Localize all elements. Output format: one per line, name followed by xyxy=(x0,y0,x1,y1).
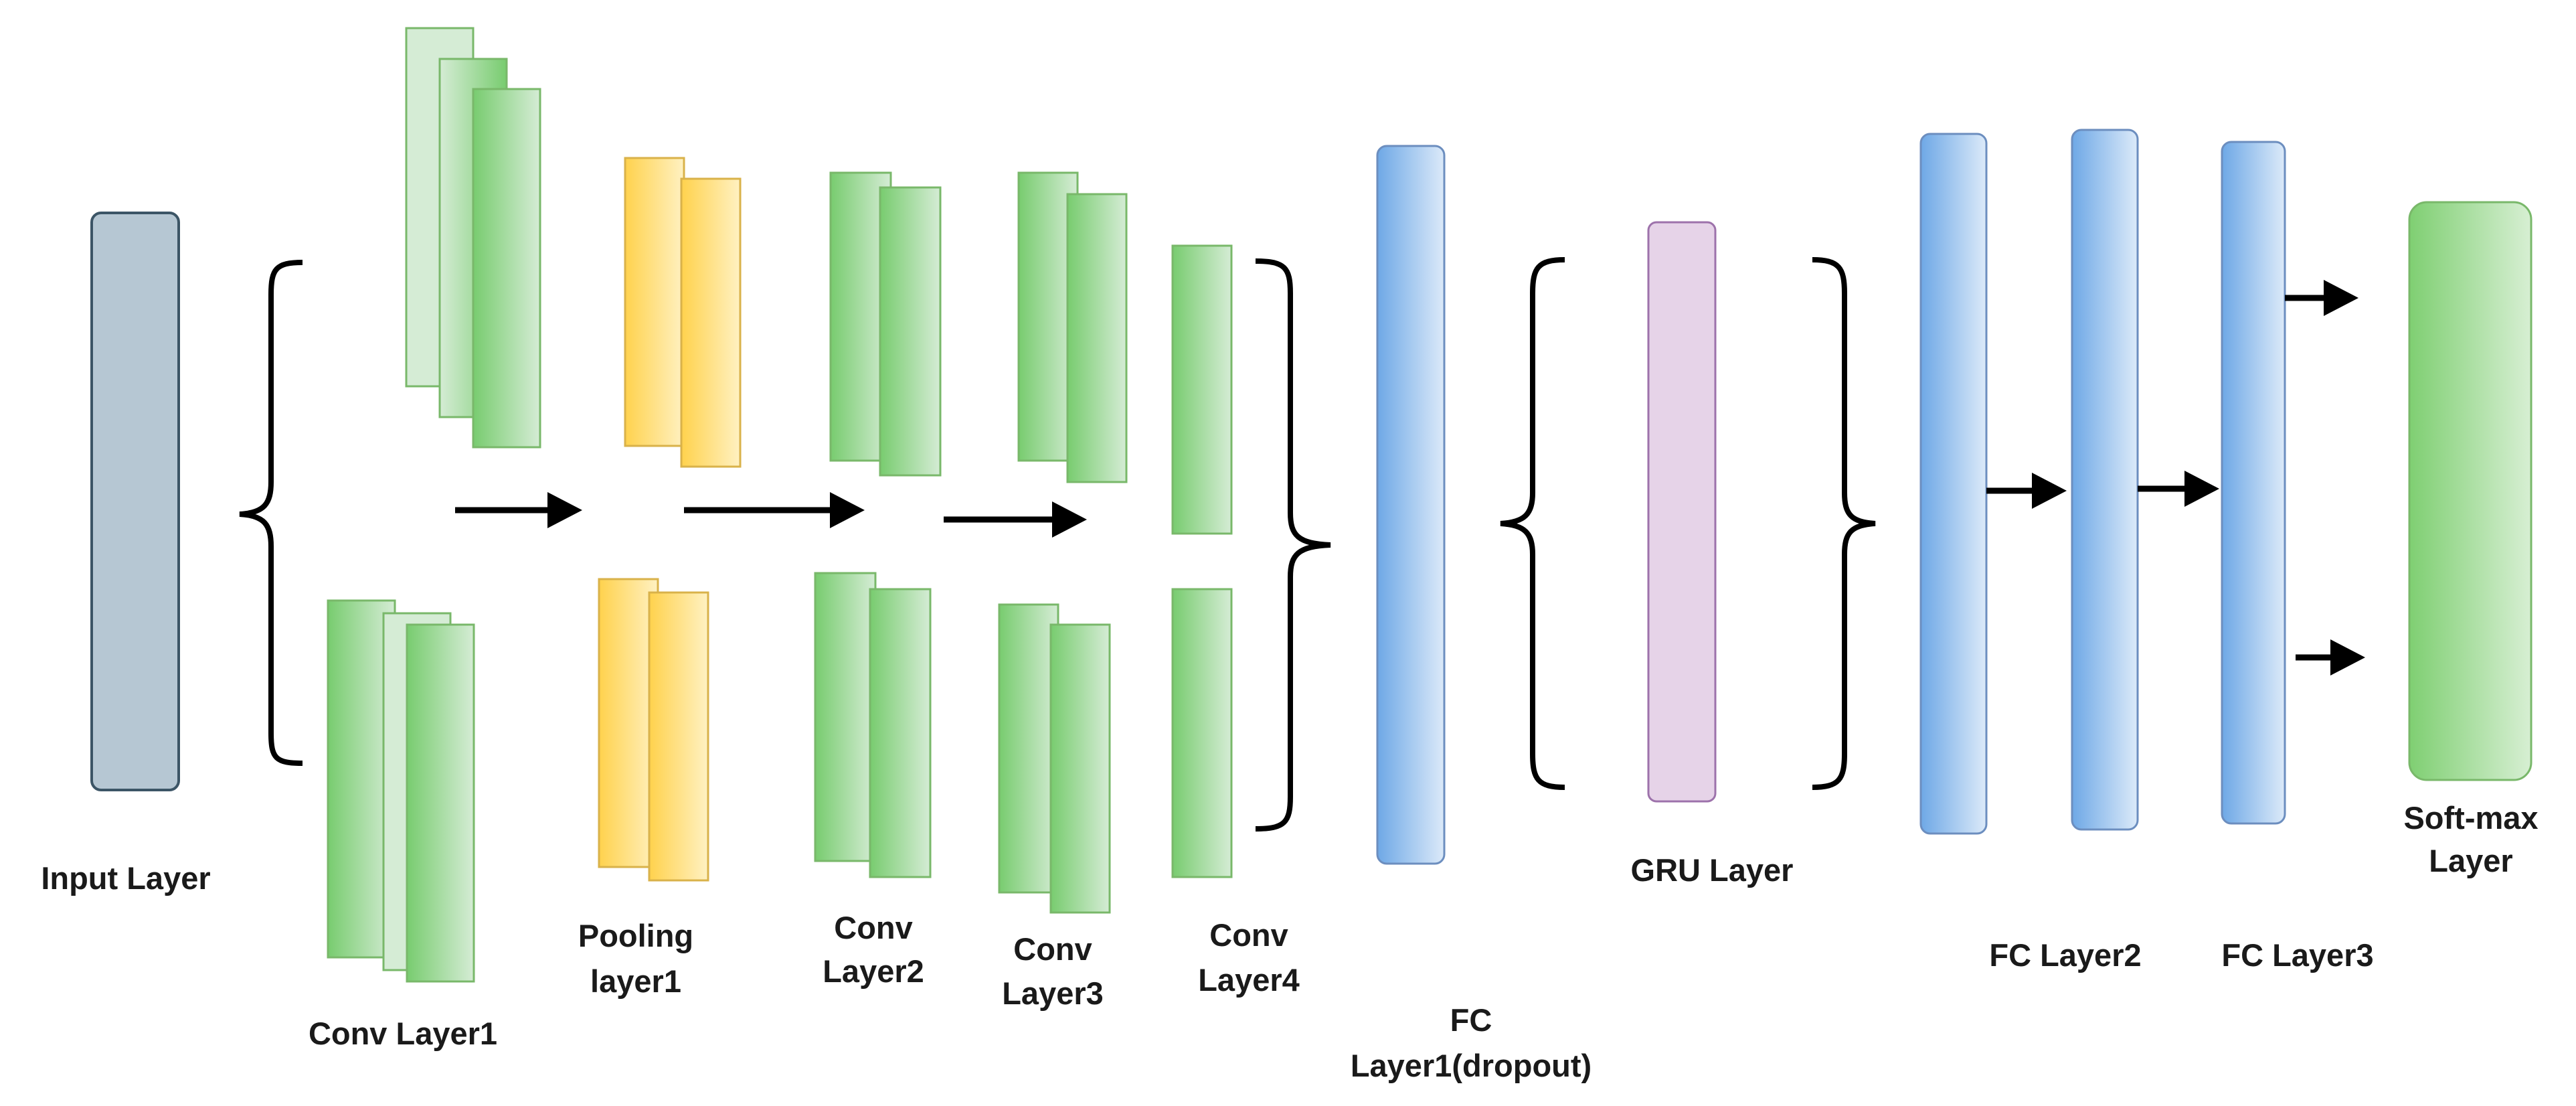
conv-layer4-label-line1: Conv xyxy=(1209,917,1288,953)
conv-layer1-bottom-stack xyxy=(327,599,475,983)
softmax-layer-label-line2: Layer xyxy=(2429,843,2512,878)
conv-layer4-top xyxy=(1171,244,1233,535)
fc-layer2-label: FC Layer2 xyxy=(1989,937,2141,973)
gru-layer-label: GRU Layer xyxy=(1631,852,1794,888)
arrow-pool1-to-conv2-head xyxy=(830,492,865,528)
fc-layer3-block xyxy=(2221,141,2286,825)
conv-layer2-top xyxy=(829,171,942,477)
input-layer-label: Input Layer xyxy=(41,860,210,896)
merge-brace-right xyxy=(1255,258,1331,832)
pooling-layer1-label-line2: layer1 xyxy=(590,963,681,999)
fc-layer2-block-a xyxy=(1919,133,1988,835)
arrow-conv1-to-pool1-head xyxy=(547,492,582,528)
conv-layer3-label-line1: Conv xyxy=(1013,931,1092,967)
fc-layer2-block-b xyxy=(2071,129,2139,831)
arrow-fc2b-to-fc3-head xyxy=(2184,471,2219,507)
conv-layer4-bottom xyxy=(1171,588,1233,878)
conv-layer2-label-line2: Layer2 xyxy=(823,953,924,989)
gru-brace-left xyxy=(1500,257,1565,790)
input-layer-block xyxy=(90,212,180,791)
gru-layer-block xyxy=(1647,221,1717,803)
split-brace-left xyxy=(239,260,303,766)
fc-layer1-label-line2: Layer1(dropout) xyxy=(1351,1048,1592,1083)
pooling-layer1-label-line1: Pooling xyxy=(578,918,693,953)
arrow-fc2a-to-fc2b-head xyxy=(2032,473,2067,509)
softmax-layer-label-line1: Soft-max xyxy=(2403,800,2538,836)
pooling-layer1-bottom xyxy=(598,578,709,882)
arrow-conv2-to-conv3-head xyxy=(1052,501,1087,538)
softmax-layer-block xyxy=(2408,201,2532,781)
conv-layer1-label: Conv Layer1 xyxy=(309,1016,497,1051)
arrow-fc3-to-softmax-bottom-head xyxy=(2330,639,2365,676)
conv-layer4-label-line2: Layer4 xyxy=(1198,962,1300,998)
arrow-fc3-to-softmax-top-head xyxy=(2324,280,2358,316)
conv-layer3-top xyxy=(1017,171,1128,483)
fc-layer3-label: FC Layer3 xyxy=(2221,937,2373,973)
conv-layer2-label-line1: Conv xyxy=(834,910,913,945)
fc-layer1-label-line1: FC xyxy=(1450,1002,1492,1038)
conv-layer3-bottom xyxy=(998,603,1111,914)
conv-layer2-bottom xyxy=(814,572,932,878)
conv-layer3-label-line2: Layer3 xyxy=(1002,975,1104,1011)
conv-layer1-top-stack xyxy=(405,27,541,449)
pooling-layer1-top xyxy=(624,157,742,468)
gru-brace-right xyxy=(1812,257,1876,790)
fc-layer1-block xyxy=(1376,145,1446,865)
